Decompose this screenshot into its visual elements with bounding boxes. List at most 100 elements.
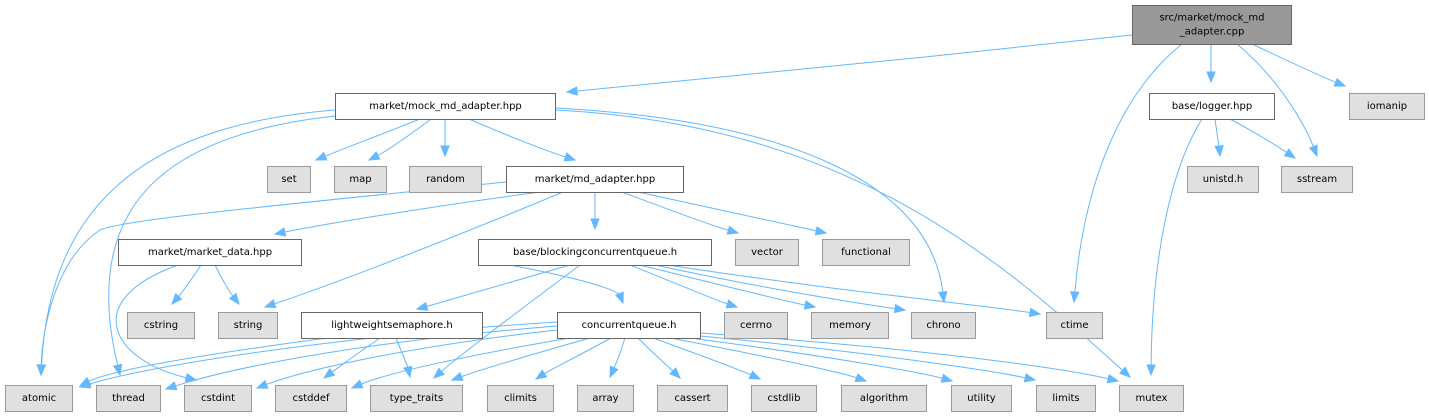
node-label: ctime xyxy=(1060,320,1088,331)
node-label: type_traits xyxy=(390,393,443,404)
edge-line xyxy=(621,191,730,232)
edge-line xyxy=(1229,118,1288,154)
edge-line xyxy=(1236,43,1315,148)
arrowhead-icon xyxy=(565,86,578,96)
edge-line xyxy=(283,191,541,233)
node-root[interactable]: src/market/mock_md_adapter.cpp xyxy=(1132,5,1292,45)
node-box xyxy=(184,385,252,412)
arrowhead-icon xyxy=(440,145,450,158)
edge-line xyxy=(174,325,558,387)
node-label: base/logger.hpp xyxy=(1172,101,1252,112)
node-label: set xyxy=(281,174,296,185)
node-cstdint: cstdint xyxy=(184,385,252,412)
node-box xyxy=(334,166,387,193)
arrowhead-icon xyxy=(726,225,740,235)
node-thread: thread xyxy=(96,385,161,412)
arrowhead-icon xyxy=(854,373,868,383)
edge-line xyxy=(273,191,564,305)
arrowhead-icon xyxy=(350,379,364,389)
node-utility: utility xyxy=(951,385,1012,412)
edge-line xyxy=(40,181,507,367)
node-blockingconcurrentqueue-h[interactable]: base/blockingconcurrentqueue.h xyxy=(478,239,712,266)
arrowhead-icon xyxy=(322,367,336,379)
node-label: cstdlib xyxy=(768,393,801,404)
node-box xyxy=(822,239,910,266)
edge-mock-md-adapter-hpp-to-thread xyxy=(108,115,336,377)
node-label: chrono xyxy=(926,320,960,331)
node-atomic: atomic xyxy=(5,385,73,412)
node-algorithm: algorithm xyxy=(841,385,927,412)
arrowhead-icon xyxy=(164,381,178,391)
node-cstdlib: cstdlib xyxy=(751,385,817,412)
edge-root-to-iomanip xyxy=(1251,43,1347,87)
node-market-data-hpp[interactable]: market/market_data.hpp xyxy=(118,239,302,266)
arrowhead-icon xyxy=(415,301,429,311)
arrowhead-icon xyxy=(314,151,328,161)
edge-mock-md-adapter-hpp-to-map xyxy=(367,118,432,161)
edge-line xyxy=(699,335,1027,379)
node-label: cerrno xyxy=(740,320,772,331)
edge-root-to-logger-hpp xyxy=(1206,44,1216,84)
node-box xyxy=(1132,5,1292,45)
edge-line xyxy=(440,264,581,373)
node-box xyxy=(1281,166,1353,193)
node-cstddef: cstddef xyxy=(275,385,347,412)
node-label: unistd.h xyxy=(1203,174,1243,185)
node-box xyxy=(951,385,1012,412)
node-ctime: ctime xyxy=(1046,312,1103,339)
arrowhead-icon xyxy=(78,379,92,389)
node-cstring: cstring xyxy=(127,312,195,339)
edge-line xyxy=(1251,43,1337,84)
node-map: map xyxy=(334,166,387,193)
edge-md-adapter-hpp-to-string xyxy=(263,191,564,309)
arrowhead-icon xyxy=(669,367,681,379)
node-label: random xyxy=(426,174,465,185)
node-label: src/market/mock_md xyxy=(1159,13,1264,24)
arrowhead-icon xyxy=(171,293,183,306)
edge-concurrentqueue-h-to-thread xyxy=(164,325,558,391)
node-label: array xyxy=(592,393,618,404)
arrowhead-icon xyxy=(1070,291,1080,304)
edge-concurrentqueue-h-to-array xyxy=(609,337,626,379)
edge-root-to-mock-md-adapter-hpp xyxy=(565,34,1133,96)
arrowhead-icon xyxy=(814,226,828,236)
edge-logger-hpp-to-mutex xyxy=(1146,118,1203,377)
edge-logger-hpp-to-unistd-h xyxy=(1214,118,1224,158)
node-box xyxy=(1187,166,1259,193)
node-box xyxy=(301,312,483,339)
edge-line xyxy=(376,118,432,157)
edge-concurrentqueue-h-to-cassert xyxy=(637,337,681,379)
node-concurrentqueue-h[interactable]: concurrentqueue.h xyxy=(557,312,701,339)
edge-concurrentqueue-h-to-mutex xyxy=(699,332,1120,384)
node-iomanip: iomanip xyxy=(1349,93,1425,120)
node-lightweightsemaphore-h[interactable]: lightweightsemaphore.h xyxy=(301,312,483,339)
arrowhead-icon xyxy=(1214,145,1224,158)
node-logger-hpp[interactable]: base/logger.hpp xyxy=(1149,93,1275,120)
arrowhead-icon xyxy=(1119,366,1132,378)
edge-concurrentqueue-h-to-climits xyxy=(534,337,612,380)
arrowhead-icon xyxy=(534,369,548,380)
edge-line xyxy=(40,109,336,367)
node-label: limits xyxy=(1052,393,1079,404)
node-label: memory xyxy=(829,320,871,331)
edge-market-data-hpp-to-string xyxy=(214,264,240,306)
node-cerrno: cerrno xyxy=(724,312,788,339)
edge-md-adapter-hpp-to-market-data-hpp xyxy=(273,191,541,237)
arrowhead-icon xyxy=(1206,71,1216,84)
edge-line xyxy=(177,264,202,298)
edge-concurrentqueue-h-to-algorithm xyxy=(669,337,868,383)
node-mock-md-adapter-hpp[interactable]: market/mock_md_adapter.hpp xyxy=(335,93,556,120)
arrowhead-icon xyxy=(748,370,762,380)
node-label: market/md_adapter.hpp xyxy=(535,174,655,185)
node-type-traits: type_traits xyxy=(370,385,463,412)
edge-line xyxy=(1074,43,1183,294)
node-label: market/mock_md_adapter.hpp xyxy=(369,101,522,112)
node-label: string xyxy=(234,320,263,331)
edge-mock-md-adapter-hpp-to-chrono xyxy=(554,107,948,304)
arrowhead-icon xyxy=(940,373,954,383)
arrowhead-icon xyxy=(590,218,600,231)
edge-line xyxy=(87,337,328,383)
node-md-adapter-hpp[interactable]: market/md_adapter.hpp xyxy=(506,166,684,193)
edge-line xyxy=(324,118,421,157)
